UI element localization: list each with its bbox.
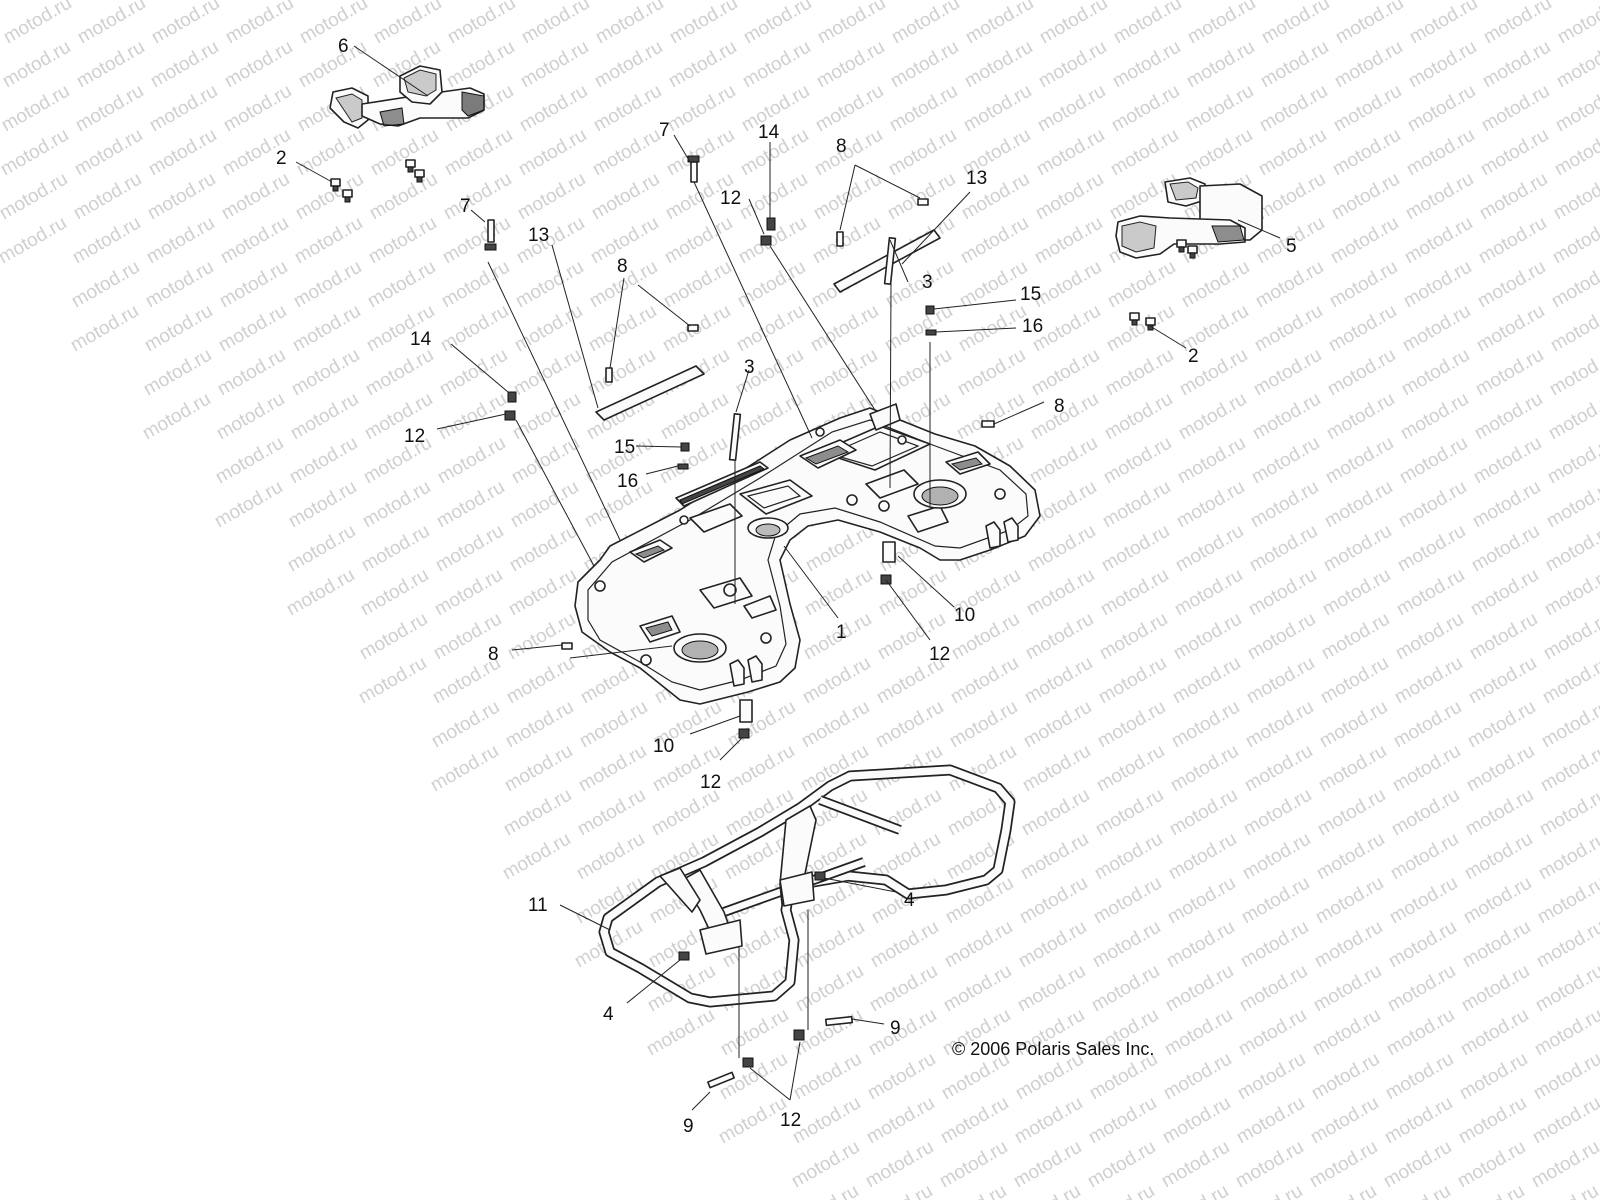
- callout-14: 14: [758, 122, 780, 143]
- callout-13: 13: [528, 225, 549, 246]
- callout-10: 10: [954, 605, 975, 626]
- callout-7: 7: [460, 196, 471, 217]
- callout-16: 16: [617, 471, 638, 492]
- leader-lines: [295, 45, 1281, 1111]
- callout-4: 4: [904, 890, 915, 911]
- fasteners: [330, 155, 1198, 1089]
- callout-7: 7: [659, 120, 670, 141]
- callout-13: 13: [966, 168, 987, 189]
- callout-15: 15: [1020, 284, 1041, 305]
- callout-2: 2: [276, 148, 287, 169]
- callout-1: 1: [836, 622, 847, 643]
- handle-part-5: [1115, 177, 1263, 259]
- callout-10: 10: [653, 736, 674, 757]
- callout-8: 8: [617, 256, 628, 277]
- callout-12: 12: [780, 1110, 801, 1131]
- callout-3: 3: [744, 357, 755, 378]
- callout-8: 8: [836, 136, 847, 157]
- callout-4: 4: [603, 1004, 614, 1025]
- callout-12: 12: [404, 426, 425, 447]
- callout-16: 16: [1022, 316, 1043, 337]
- rack-plate-part-1: [574, 403, 1041, 705]
- callout-9: 9: [890, 1018, 901, 1039]
- callout-15: 15: [614, 437, 635, 458]
- callout-8: 8: [488, 644, 499, 665]
- callout-12: 12: [700, 772, 721, 793]
- callout-3: 3: [922, 272, 933, 293]
- callout-12: 12: [929, 644, 950, 665]
- callout-5: 5: [1286, 236, 1297, 257]
- callout-14: 14: [410, 329, 432, 350]
- rack-frame-part-11: [598, 764, 1016, 1008]
- callout-2: 2: [1188, 346, 1199, 367]
- copyright-notice: © 2006 Polaris Sales Inc.: [952, 1039, 1154, 1059]
- callout-labels: 6 2 7 7 14 12 8 13 13 8 3 3 14 12 15 16 …: [276, 36, 1297, 1137]
- callout-12: 12: [720, 188, 741, 209]
- callout-11: 11: [528, 895, 548, 916]
- callout-8: 8: [1054, 396, 1065, 417]
- callout-6: 6: [338, 36, 349, 57]
- handle-part-6: [329, 65, 485, 129]
- callout-9: 9: [683, 1116, 694, 1137]
